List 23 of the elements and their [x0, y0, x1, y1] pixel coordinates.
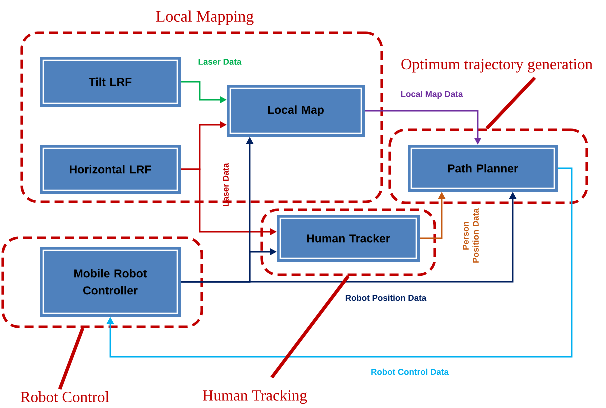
group-frame — [260, 208, 436, 276]
process-box: Path Planner — [408, 145, 558, 192]
edge-label: Local Map Data — [401, 91, 464, 99]
group-frame — [388, 128, 588, 204]
process-box: Mobile Robot Controller — [40, 247, 181, 317]
edge-label: Robot Position Data — [346, 294, 427, 302]
leader-line — [486, 76, 536, 130]
arrow — [106, 168, 573, 358]
edge-label: Person Position Data — [463, 208, 479, 263]
process-box: Horizontal LRF — [40, 145, 181, 194]
edge-label: Robot Control Data — [372, 368, 449, 376]
process-box: Local Map — [227, 85, 365, 137]
group-title: Robot Control — [20, 392, 110, 402]
leader-line — [58, 328, 85, 390]
group-title: Optimum trajectory generation — [402, 59, 593, 73]
group-frame — [2, 236, 204, 328]
group-title: Human Tracking — [203, 390, 308, 404]
leader-line — [270, 275, 350, 379]
edge-label: Laser Data — [223, 163, 229, 206]
node-label: Local Mapping — [156, 10, 254, 26]
edge-label: Laser Data — [198, 59, 242, 65]
process-box: Human Tracker — [277, 215, 420, 262]
process-box: Tilt LRF — [40, 57, 181, 107]
